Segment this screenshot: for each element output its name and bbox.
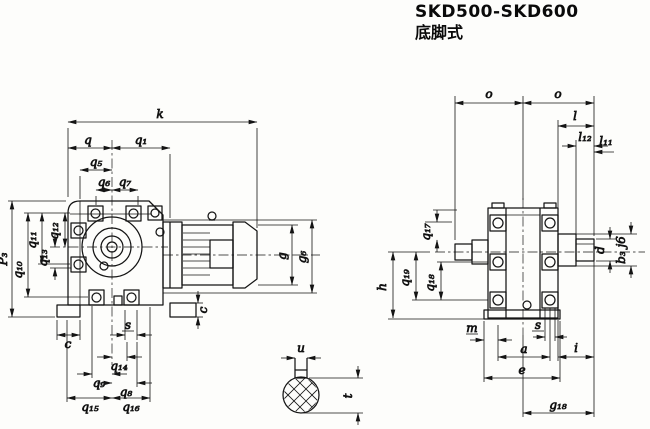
dim-label-q5: q₅ bbox=[90, 155, 103, 169]
shaft-key-detail: u t bbox=[281, 341, 363, 425]
dim-label-q18: q₁₈ bbox=[423, 274, 437, 291]
fan-cowl bbox=[232, 221, 258, 289]
dim-label-d: d bbox=[593, 246, 607, 254]
dim-q14: q₁₄ bbox=[97, 342, 142, 373]
eye-bolt bbox=[207, 211, 217, 221]
dim-label-q10: q₁₀ bbox=[11, 261, 25, 278]
dim-label-q8: q₈ bbox=[120, 385, 133, 399]
side-housing bbox=[483, 202, 561, 320]
dim-label-c-foot: c bbox=[65, 337, 72, 351]
dim-label-k: k bbox=[156, 107, 163, 121]
dim-m: m bbox=[466, 321, 512, 382]
dim-label-t: t bbox=[341, 393, 355, 398]
dim-p3: P₃ bbox=[0, 200, 66, 318]
dim-q9: q₉ bbox=[77, 306, 127, 390]
dim-label-s-front: s bbox=[125, 318, 131, 332]
dim-s-side: s bbox=[532, 308, 567, 341]
dim-o-left: o bbox=[454, 87, 524, 240]
model-title: SKD500-SKD600 bbox=[415, 2, 579, 22]
dim-label-q13: q₁₃ bbox=[36, 249, 50, 266]
dim-label-q19: q₁₉ bbox=[398, 269, 412, 286]
dim-label-q14: q₁₄ bbox=[110, 359, 127, 373]
plug-hole bbox=[522, 300, 532, 310]
front-view: k q q₁ q₅ q₆ bbox=[0, 107, 320, 414]
dim-l: l bbox=[557, 109, 595, 208]
dim-q: q bbox=[67, 133, 113, 151]
dim-label-q17: q₁₇ bbox=[419, 223, 433, 240]
dim-a: a bbox=[497, 308, 551, 361]
right-foot-pad bbox=[169, 302, 197, 318]
dim-q1: q₁ bbox=[111, 133, 171, 218]
dim-label-u: u bbox=[297, 341, 305, 355]
dim-label-l12: l₁₂ bbox=[578, 130, 592, 144]
dim-label-l: l bbox=[573, 109, 577, 123]
dim-label-g18: g₁₈ bbox=[549, 398, 566, 412]
dim-i: i bbox=[557, 261, 595, 417]
dim-e: e bbox=[483, 321, 561, 382]
dim-q6: q₆ bbox=[95, 175, 113, 205]
key bbox=[294, 369, 308, 379]
dim-q11: q₁₁ bbox=[25, 212, 70, 265]
gear-housing bbox=[56, 200, 197, 318]
dim-label-c-pad: c bbox=[196, 306, 210, 313]
dim-label-a: a bbox=[520, 342, 527, 356]
dim-s-front: s bbox=[110, 310, 152, 340]
dim-label-l11: l₁₁ bbox=[599, 134, 612, 148]
dim-d: d bbox=[593, 227, 616, 273]
dim-label-g: g bbox=[275, 252, 289, 260]
dim-g: g bbox=[258, 224, 298, 286]
dim-q16: q₁₆ bbox=[111, 307, 151, 414]
side-view: o o l l₁₂ l₁₁ bbox=[375, 87, 645, 417]
dim-label-h: h bbox=[375, 283, 389, 291]
dim-h: h bbox=[375, 251, 484, 320]
mount-type-label: 底脚式 bbox=[415, 23, 464, 42]
dim-k: k bbox=[67, 107, 258, 228]
dim-label-q16: q₁₆ bbox=[122, 400, 139, 414]
dim-l11: l₁₁ bbox=[593, 134, 614, 155]
dim-g6: g₆ bbox=[295, 219, 315, 294]
motor bbox=[162, 211, 317, 294]
dim-q17: q₁₇ bbox=[419, 209, 457, 252]
dim-q18: q₁₈ bbox=[423, 261, 488, 301]
dim-label-q: q bbox=[84, 133, 92, 147]
dim-label-s-side: s bbox=[535, 318, 541, 332]
output-shaft-side bbox=[557, 233, 595, 267]
dim-label-q6: q₆ bbox=[98, 175, 111, 189]
left-foot-pad bbox=[56, 304, 81, 318]
dim-g18: g₁₈ bbox=[522, 335, 595, 417]
title-block: SKD500-SKD600 底脚式 bbox=[415, 2, 579, 44]
dim-label-o-left: o bbox=[485, 87, 492, 101]
dim-b3: b₃ j6 bbox=[576, 222, 637, 278]
dim-t: t bbox=[301, 366, 363, 425]
dim-q15: q₁₅ bbox=[66, 320, 113, 414]
dim-label-b3: b₃ j6 bbox=[614, 236, 628, 264]
dim-label-q7: q₇ bbox=[119, 175, 132, 189]
side-foot bbox=[483, 309, 561, 320]
dim-q13: q₁₃ bbox=[36, 235, 71, 280]
dim-q8: q₈ bbox=[97, 342, 152, 399]
dim-o-right: o bbox=[522, 87, 595, 236]
dim-label-o-right: o bbox=[554, 87, 561, 101]
dim-label-i: i bbox=[574, 341, 578, 355]
dim-label-q12: q₁₂ bbox=[47, 222, 61, 239]
dim-c-pad: c bbox=[196, 291, 210, 329]
dim-label-e: e bbox=[518, 363, 525, 377]
dim-l12: l₁₂ bbox=[562, 130, 608, 237]
dim-label-p3: P₃ bbox=[0, 252, 10, 266]
dim-q7: q₇ bbox=[111, 175, 139, 205]
dim-label-q15: q₁₅ bbox=[81, 400, 98, 414]
dim-label-q11: q₁₁ bbox=[25, 231, 39, 248]
dim-q10: q₁₀ bbox=[11, 212, 88, 298]
dim-label-m: m bbox=[466, 321, 477, 335]
dim-u: u bbox=[281, 341, 321, 361]
dim-q19: q₁₉ bbox=[398, 251, 488, 301]
dim-label-g6: g₆ bbox=[295, 251, 309, 264]
cooling-fins bbox=[183, 232, 210, 276]
dim-c-foot: c bbox=[56, 320, 81, 351]
dim-q5: q₅ bbox=[79, 155, 113, 199]
dim-label-q1: q₁ bbox=[135, 133, 148, 147]
dim-q12: q₁₂ bbox=[47, 212, 68, 248]
